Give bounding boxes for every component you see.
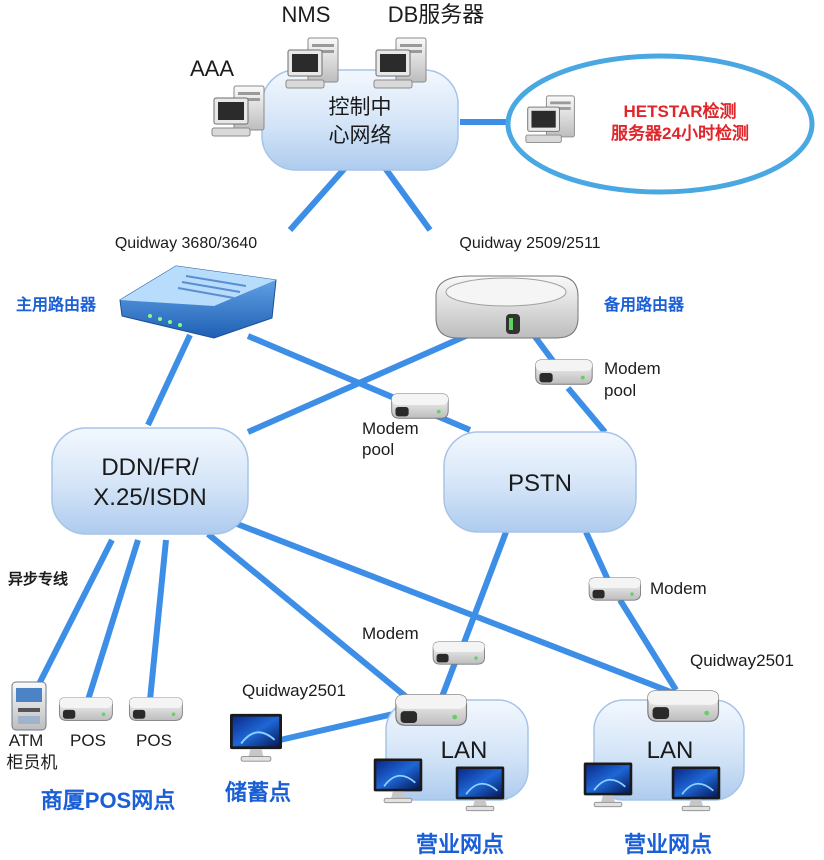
link-main-router-ddn bbox=[145, 333, 193, 427]
backup-router-icon[interactable] bbox=[435, 275, 579, 339]
async-line-label: 异步专线 bbox=[8, 570, 68, 588]
modem-pool-center-label-line2: pool bbox=[362, 440, 394, 459]
savings-monitor-icon[interactable] bbox=[229, 712, 283, 763]
modem-pool-center-label-line1: Modem bbox=[362, 419, 419, 438]
aaa-label: AAA bbox=[190, 56, 234, 81]
nms-label: NMS bbox=[282, 2, 331, 27]
modem-pool-center-icon[interactable] bbox=[391, 393, 449, 419]
pos-2-modem-icon[interactable] bbox=[128, 697, 183, 721]
db-server-icon[interactable] bbox=[373, 37, 427, 89]
link-ddn-lan-left bbox=[206, 531, 412, 703]
control-center-label-line1: 控制中 bbox=[329, 96, 392, 119]
savings-label: 储蓄点 bbox=[225, 780, 291, 805]
business-left-label: 营业网点 bbox=[416, 832, 504, 857]
atm-label-line1: ATM bbox=[9, 731, 44, 750]
ddn-label-line1: DDN/FR/ bbox=[101, 454, 199, 481]
lan-right-label: LAN bbox=[647, 737, 694, 764]
pstn-cloud[interactable] bbox=[443, 431, 637, 533]
link-ddn-pos1 bbox=[85, 539, 141, 701]
atm-icon[interactable] bbox=[11, 681, 47, 731]
quidway2501-left-label: Quidway2501 bbox=[242, 681, 346, 700]
main-router-label: 主用路由器 bbox=[16, 295, 97, 314]
pstn-label: PSTN bbox=[508, 470, 572, 497]
network-links bbox=[33, 119, 679, 743]
modem-pool-right-label-line2: pool bbox=[604, 381, 636, 400]
atm-label-line2: 柜员机 bbox=[7, 753, 58, 772]
modem-pool-right-icon[interactable] bbox=[535, 359, 593, 385]
hetstar-label-line2: 服务器24小时检测 bbox=[611, 123, 749, 143]
lan-left-monitor-2-icon[interactable] bbox=[454, 765, 506, 812]
link-ddn-atm bbox=[33, 538, 115, 692]
pstn-node[interactable]: PSTN bbox=[443, 431, 637, 533]
link-pstn-modem-center bbox=[459, 530, 509, 650]
hetstar-label-line1: HETSTAR检测 bbox=[623, 101, 736, 121]
modem-right-icon[interactable] bbox=[588, 577, 642, 601]
modem-center-icon[interactable] bbox=[432, 641, 486, 665]
nms-server-icon[interactable] bbox=[285, 37, 339, 89]
link-pstn-modem-right bbox=[583, 530, 611, 582]
business-right-label: 营业网点 bbox=[624, 832, 712, 857]
link-ddn-pos2 bbox=[147, 539, 169, 701]
lan-left-label: LAN bbox=[441, 737, 488, 764]
link-modempool-pstn bbox=[565, 386, 608, 434]
hetstar-highlight-ellipse bbox=[505, 53, 815, 195]
control-center-label-line2: 心网络 bbox=[329, 124, 392, 147]
quidway2501-left-router-icon[interactable] bbox=[395, 694, 468, 726]
link-backup-router-ddn bbox=[246, 332, 470, 435]
link-modem-right-lan-right bbox=[617, 598, 679, 692]
db-server-label: DB服务器 bbox=[388, 2, 485, 27]
quidway2501-right-router-icon[interactable] bbox=[647, 690, 720, 722]
modem-center-label: Modem bbox=[362, 624, 419, 643]
ddn-node[interactable]: DDN/FR/ X.25/ISDN bbox=[51, 427, 249, 535]
quidway-2509-label: Quidway 2509/2511 bbox=[459, 235, 600, 252]
lan-right-monitor-2-icon[interactable] bbox=[670, 765, 722, 812]
quidway-3680-label: Quidway 3680/3640 bbox=[115, 235, 257, 252]
hetstar-monitor-group: HETSTAR检测 服务器24小时检测 bbox=[505, 53, 815, 195]
quidway2501-right-label: Quidway2501 bbox=[690, 651, 794, 670]
pos-1-modem-icon[interactable] bbox=[58, 697, 113, 721]
link-control-quidway3680 bbox=[287, 166, 348, 232]
mall-pos-label: 商厦POS网点 bbox=[41, 788, 175, 813]
modem-right-label: Modem bbox=[650, 579, 707, 598]
aaa-server-icon[interactable] bbox=[211, 85, 265, 137]
pos-1-label: POS bbox=[70, 731, 106, 750]
main-router-icon[interactable] bbox=[119, 265, 277, 339]
backup-router-label: 备用路由器 bbox=[603, 295, 685, 314]
ddn-cloud[interactable] bbox=[51, 427, 249, 535]
pos-2-label: POS bbox=[136, 731, 172, 750]
link-ddn-lan-right bbox=[230, 519, 678, 697]
link-savings-quidway bbox=[279, 709, 403, 743]
ddn-label-line2: X.25/ISDN bbox=[93, 484, 206, 511]
modem-pool-right-label-line1: Modem bbox=[604, 359, 661, 378]
link-control-quidway2509 bbox=[382, 166, 433, 232]
